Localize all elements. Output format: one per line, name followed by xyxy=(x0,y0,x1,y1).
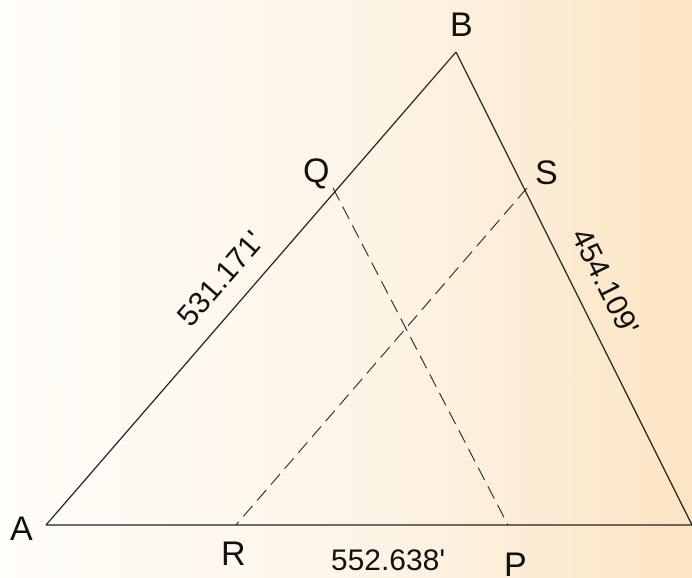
dashed-line-sr xyxy=(235,187,528,526)
point-label-q: Q xyxy=(303,152,329,190)
point-label-r: R xyxy=(221,535,246,573)
measurement-ac: 552.638' xyxy=(331,544,445,577)
side-ab xyxy=(45,51,457,526)
measurement-bc: 454.109' xyxy=(564,223,644,340)
point-label-b: B xyxy=(450,6,473,44)
dashed-line-qp xyxy=(332,187,509,526)
point-label-p: P xyxy=(504,546,527,578)
point-label-a: A xyxy=(10,510,33,548)
point-label-s: S xyxy=(535,154,558,192)
measurement-ab: 531.171' xyxy=(171,225,271,333)
side-bc xyxy=(455,51,692,526)
